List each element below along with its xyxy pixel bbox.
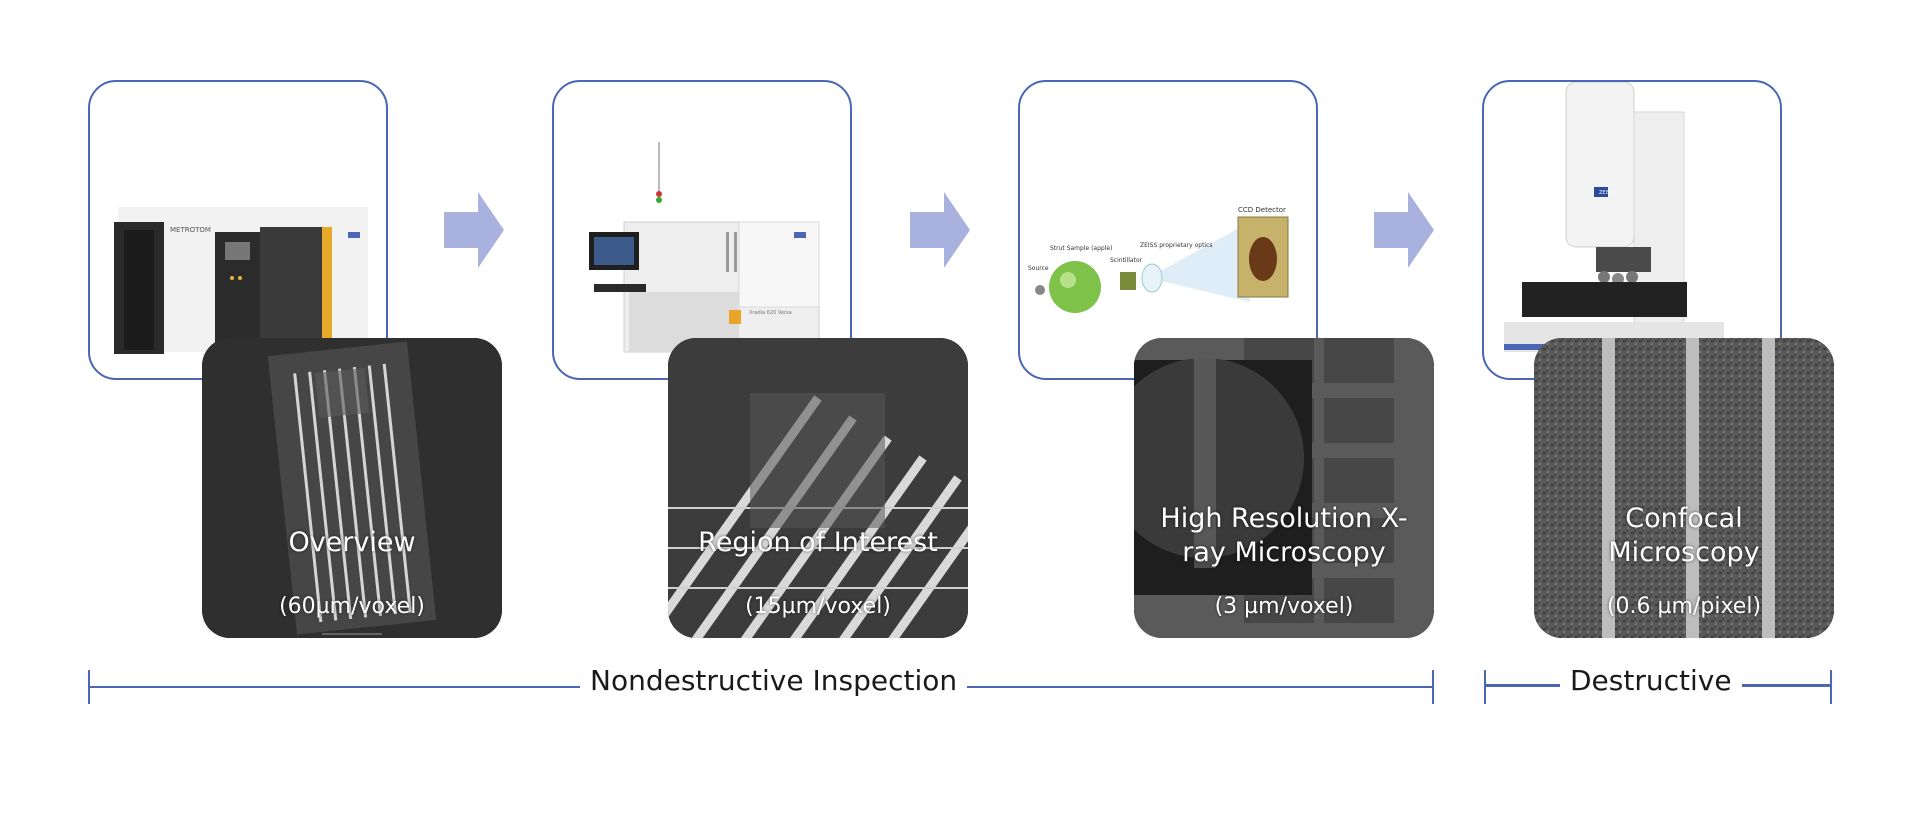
metrotom-machine-image: METROTOM <box>114 207 368 354</box>
destructive-bracket-left-tick <box>1484 670 1486 704</box>
xray-resolution: (3 µm/voxel) <box>1214 594 1354 619</box>
xray-title-line1: High Resolution X- <box>1160 503 1408 534</box>
roi-image: Region of Interest (15µm/voxel) <box>668 338 968 638</box>
arrow-right-icon <box>1374 192 1434 268</box>
confocal-image: Confocal Microscopy (0.6 µm/pixel) <box>1534 338 1834 638</box>
arrow-right-icon <box>910 192 970 268</box>
microscope-frame: ZEISS <box>1482 80 1782 380</box>
roi-resolution: (15µm/voxel) <box>745 594 891 619</box>
destructive-bracket-right-tick <box>1830 670 1832 704</box>
confocal-microscope-image: ZEISS <box>1504 82 1724 352</box>
svg-text:METROTOM: METROTOM <box>170 226 211 234</box>
nondestructive-label: Nondestructive Inspection <box>580 664 968 697</box>
machine-frame-metrotom: METROTOM <box>88 80 388 380</box>
xray-diagram-frame: CCD Detector ZEISS proprietary optics Sc… <box>1018 80 1318 380</box>
xray-microscopy-image: High Resolution X- ray Microscopy (3 µm/… <box>1134 338 1434 638</box>
confocal-resolution: (0.6 µm/pixel) <box>1606 594 1762 619</box>
overview-resolution: (60µm/voxel) <box>279 594 425 619</box>
overview-title: Overview <box>288 527 416 558</box>
destructive-label: Destructive <box>1560 664 1742 697</box>
xradia-machine-image: Xradia 620 Versa <box>589 142 820 353</box>
ct-overview-image: Overview (60µm/voxel) <box>202 338 502 638</box>
arrow-right-icon <box>444 192 504 268</box>
svg-text:Source: Source <box>1028 265 1049 272</box>
confocal-scan-image <box>1534 338 1834 638</box>
roi-scan-image <box>668 338 968 638</box>
machine-frame-xradia: Xradia 620 Versa <box>552 80 852 380</box>
xray-title-line2: ray Microscopy <box>1182 537 1386 568</box>
svg-text:Scintillator: Scintillator <box>1110 257 1143 264</box>
svg-text:ZEISS proprietary optics: ZEISS proprietary optics <box>1140 242 1213 249</box>
xray-microscopy-scan-image <box>1134 338 1434 638</box>
roi-title: Region of Interest <box>698 527 938 558</box>
overview-scan-image <box>202 338 502 638</box>
svg-text:ZEISS: ZEISS <box>1599 190 1613 196</box>
svg-text:Xradia 620 Versa: Xradia 620 Versa <box>749 310 792 316</box>
svg-text:CCD Detector: CCD Detector <box>1238 206 1286 214</box>
confocal-title-line1: Confocal <box>1625 503 1743 534</box>
confocal-title-line2: Microscopy <box>1608 537 1760 568</box>
xray-microscope-diagram: CCD Detector ZEISS proprietary optics Sc… <box>1028 206 1289 313</box>
svg-text:Strut Sample (apple): Strut Sample (apple) <box>1050 245 1112 252</box>
nondestructive-bracket-right-tick <box>1432 670 1434 704</box>
